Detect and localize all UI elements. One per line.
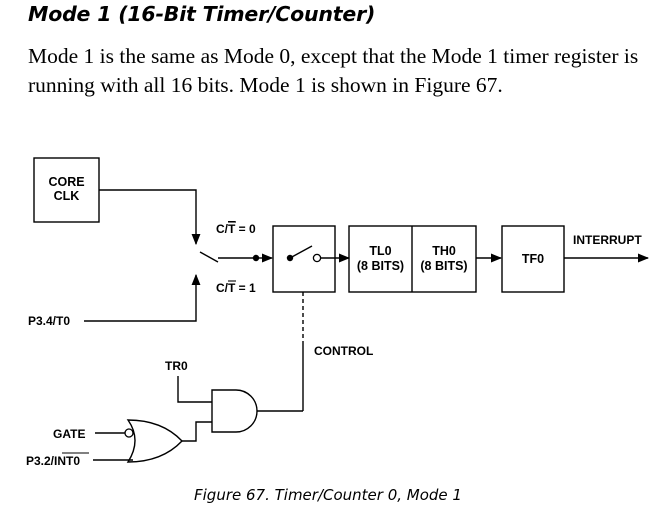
control-label: CONTROL <box>314 344 373 358</box>
or-gate <box>124 419 183 463</box>
th0-bits-label: (8 BITS) <box>420 259 467 273</box>
th0-label: TH0 <box>432 244 456 258</box>
core-clk-label-line2: CLK <box>54 189 80 203</box>
figure-caption: Figure 67. Timer/Counter 0, Mode 1 <box>194 486 462 504</box>
p32-int0-label: P3.2/INT0 <box>26 454 80 468</box>
core-clk-block: CORE CLK <box>33 157 100 223</box>
tf0-label: TF0 <box>522 252 544 266</box>
tl0-bits-label: (8 BITS) <box>357 259 404 273</box>
tf0-block: TF0 <box>501 225 565 293</box>
tl0-label: TL0 <box>369 244 391 258</box>
tr0-wire <box>177 376 212 403</box>
ct-one-label: C/T = 1 <box>216 281 256 295</box>
core-clk-wire <box>99 189 201 246</box>
p34-wire <box>84 273 201 322</box>
and-gate <box>211 389 258 433</box>
section-paragraph: Mode 1 is the same as Mode 0, except tha… <box>28 44 639 97</box>
or-to-and-wire <box>182 421 212 442</box>
ct-zero-label: C/T = 0 <box>216 222 256 236</box>
tl0-th0-register: TL0 (8 BITS) TH0 (8 BITS) <box>348 225 477 293</box>
control-switch-block <box>272 225 351 293</box>
ct-select-switch <box>199 251 274 263</box>
gate-label: GATE <box>53 427 85 441</box>
interrupt-label: INTERRUPT <box>573 233 642 247</box>
core-clk-label-line1: CORE <box>48 175 84 189</box>
section-heading: Mode 1 (16-Bit Timer/Counter) <box>28 2 376 26</box>
p34-label: P3.4/T0 <box>28 314 70 328</box>
tr0-label: TR0 <box>165 359 188 373</box>
